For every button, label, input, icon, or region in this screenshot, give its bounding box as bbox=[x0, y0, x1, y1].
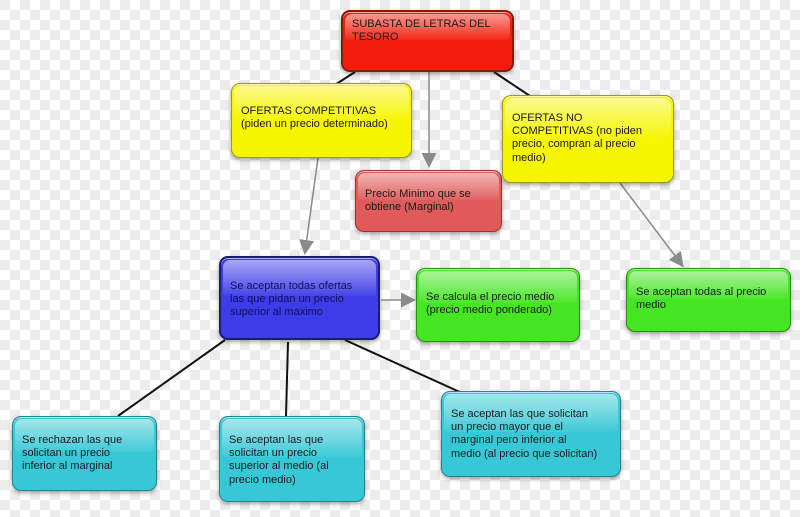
connector-blue-to-reject bbox=[117, 339, 226, 417]
arrow-competitive-to-accept-all bbox=[299, 157, 319, 255]
node-aceptan-superior-medio: Se aceptan las que solicitan un precio s… bbox=[219, 416, 365, 502]
node-aceptan-todas-text: Se aceptan todas ofertas las que pidan u… bbox=[230, 280, 353, 319]
node-rechazan-inferior: Se rechazan las que solicitan un precio … bbox=[12, 416, 157, 491]
node-aceptan-superior-text: Se aceptan las que solicitan un precio s… bbox=[229, 434, 329, 486]
node-aceptan-mayor-marginal: Se aceptan las que solicitan un precio m… bbox=[441, 391, 621, 477]
node-precio-medio-text: Se calcula el precio medio (precio medio… bbox=[426, 291, 555, 317]
node-subasta-letras-tesoro: SUBASTA DE LETRAS DEL TESORO bbox=[341, 10, 514, 72]
node-aceptan-todas-ofertas: Se aceptan todas ofertas las que pidan u… bbox=[219, 256, 380, 340]
node-ofertas-competitivas: OFERTAS COMPETITIVAS (piden un precio de… bbox=[231, 83, 412, 158]
node-precio-minimo: Precio Minimo que se obtiene (Marginal) bbox=[355, 170, 502, 232]
node-no-competitivas-text: OFERTAS NO COMPETITIVAS (no piden precio… bbox=[512, 112, 643, 164]
connector-blue-to-accept-higher bbox=[285, 341, 289, 417]
node-aceptan-precio-medio-text: Se aceptan todas al precio medio bbox=[636, 286, 767, 312]
node-rechazan-text: Se rechazan las que solicitan un precio … bbox=[22, 434, 123, 473]
node-precio-medio: Se calcula el precio medio (precio medio… bbox=[416, 268, 580, 342]
node-precio-minimo-text: Precio Minimo que se obtiene (Marginal) bbox=[365, 188, 471, 214]
node-subasta-text: SUBASTA DE LETRAS DEL TESORO bbox=[352, 18, 491, 44]
node-ofertas-no-competitivas: OFERTAS NO COMPETITIVAS (no piden precio… bbox=[502, 95, 674, 183]
node-aceptan-mayor-text: Se aceptan las que solicitan un precio m… bbox=[451, 408, 598, 460]
connector-root-to-noncompetitive bbox=[493, 71, 531, 97]
node-competitivas-text: OFERTAS COMPETITIVAS (piden un precio de… bbox=[241, 105, 388, 131]
connector-blue-to-accept-between bbox=[344, 339, 463, 394]
arrow-noncompetitive-to-accept-avg bbox=[619, 182, 684, 268]
node-aceptan-precio-medio: Se aceptan todas al precio medio bbox=[626, 268, 791, 332]
